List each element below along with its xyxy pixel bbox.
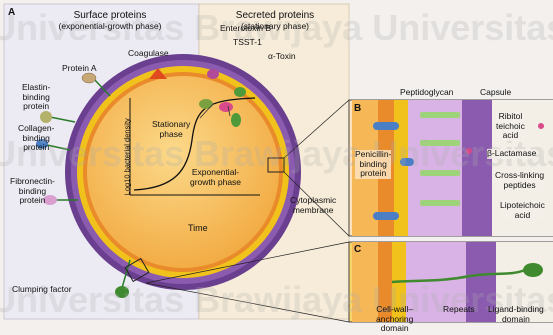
x-axis-label: Time <box>188 224 208 234</box>
secreted-proteins-title: Secreted proteins <box>236 10 314 21</box>
protein-a-label: Protein A <box>62 64 97 74</box>
enterotoxin-label: Enterotoxin B <box>220 24 271 34</box>
watermark-line-2: Universitas Brawijaya Universitas B <box>0 133 553 174</box>
alpha-toxin-label: α-Toxin <box>268 52 296 62</box>
coagulase-label: Coagulase <box>128 49 169 59</box>
surface-proteins-title: Surface proteins <box>74 10 147 21</box>
elastin-protein-shape <box>40 111 52 123</box>
beta-lactamase-label: β-Lactamase <box>487 149 536 159</box>
surface-proteins-subtitle: (exponential-growth phase) <box>30 21 190 32</box>
panel-b-letter: B <box>354 103 361 114</box>
panel-c-letter: C <box>354 244 361 255</box>
tsst-label: TSST-1 <box>233 38 262 48</box>
peptidoglycan-label: Peptidoglycan <box>400 88 453 98</box>
panel-a-letter: A <box>8 7 15 18</box>
exponential-phase-label: Exponential-growth phase <box>190 168 241 187</box>
capsule-label: Capsule <box>480 88 511 98</box>
repeats-label: Repeats <box>443 305 475 315</box>
y-axis-label: Log10 bacterial density <box>122 102 132 212</box>
protein-a-shape <box>82 73 96 83</box>
ligand-binding-domain-shape <box>523 263 543 277</box>
clumping-factor-label: Clumping factor <box>12 285 72 295</box>
surface-proteins-header: Surface proteins (exponential-growth pha… <box>30 10 190 32</box>
